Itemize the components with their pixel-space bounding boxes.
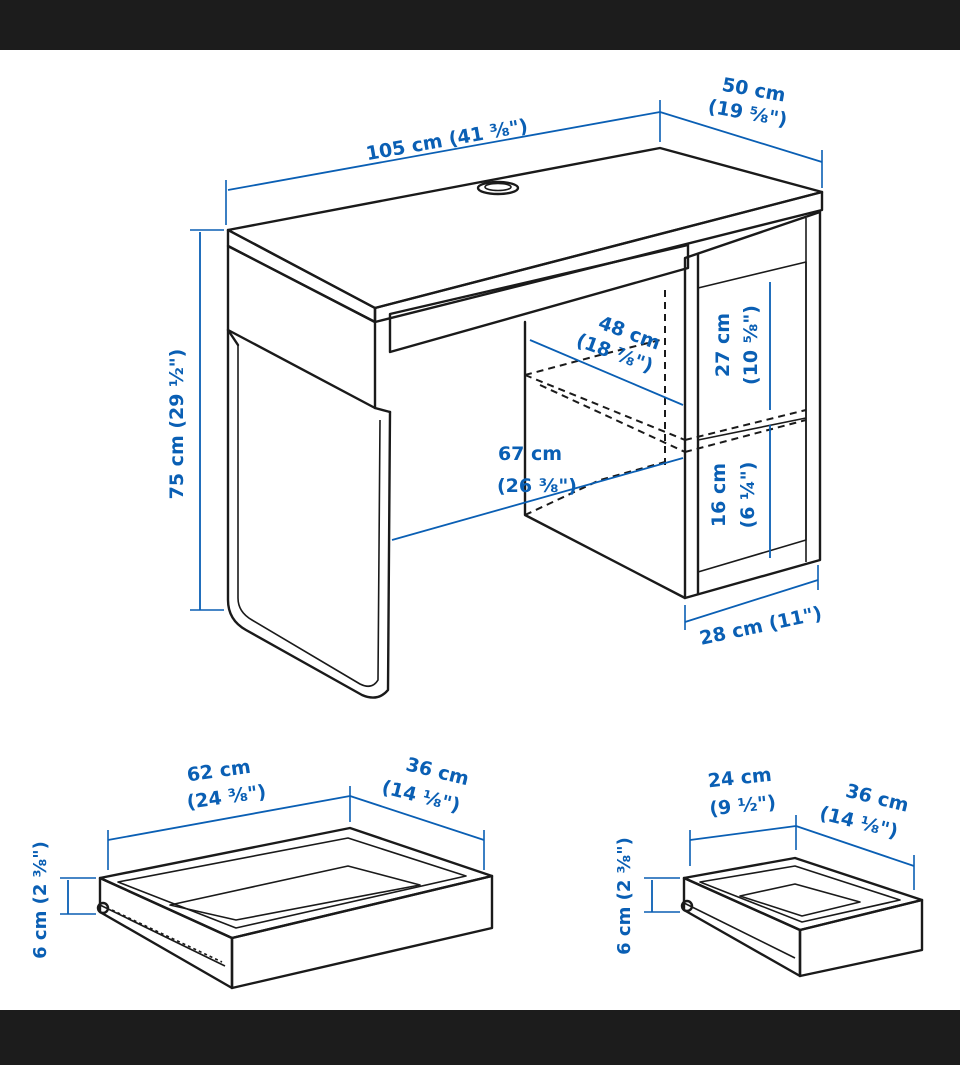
upper-compartment-metric: 27 cm bbox=[712, 313, 734, 377]
small-drawer-height-label: 6 cm (2 ⅜") bbox=[614, 837, 635, 955]
small-drawer-drawing bbox=[680, 856, 924, 978]
large-drawer-width-imperial: (24 ⅜") bbox=[185, 781, 267, 814]
leg-space-label: 67 cm (26 ⅜") bbox=[497, 443, 577, 497]
large-drawer-height-label: 6 cm (2 ⅜") bbox=[30, 841, 51, 959]
desk-dimension-lines bbox=[190, 100, 823, 630]
desk-height-label: 75 cm (29 ½") bbox=[166, 349, 188, 500]
small-drawer-dimension-lines bbox=[644, 815, 915, 913]
top-dark-bar bbox=[0, 0, 960, 50]
desk-depth-label: 50 cm (19 ⅝") bbox=[706, 74, 789, 131]
desk-drawing bbox=[226, 146, 824, 699]
cabinet-width-label: 28 cm (11") bbox=[698, 602, 824, 649]
upper-compartment-label: 27 cm (10 ⅝") bbox=[712, 305, 762, 385]
lower-compartment-label: 16 cm (6 ¼") bbox=[708, 462, 759, 529]
small-drawer-width-imperial: (9 ½") bbox=[708, 791, 777, 820]
large-drawer-width-label: 62 cm (24 ⅜") bbox=[185, 756, 267, 814]
desk-width-label: 105 cm (41 ⅜") bbox=[364, 115, 529, 165]
shelf-depth-label: 48 cm (18 ⅞") bbox=[573, 312, 663, 377]
large-drawer-depth-label: 36 cm (14 ⅛") bbox=[380, 753, 472, 817]
large-drawer-drawing bbox=[96, 826, 494, 990]
small-drawer-width-metric: 24 cm bbox=[707, 764, 773, 793]
bottom-dark-bar bbox=[0, 1010, 960, 1065]
leg-space-metric: 67 cm bbox=[498, 443, 562, 465]
small-drawer-depth-label: 36 cm (14 ⅛") bbox=[817, 780, 911, 843]
upper-compartment-imperial: (10 ⅝") bbox=[740, 305, 762, 385]
leg-space-imperial: (26 ⅜") bbox=[497, 475, 577, 497]
lower-compartment-metric: 16 cm bbox=[708, 463, 730, 527]
large-drawer-dimension-lines bbox=[60, 786, 485, 915]
desk-width-imperial: (41 ⅜") bbox=[447, 115, 530, 151]
lower-compartment-imperial: (6 ¼") bbox=[737, 462, 759, 529]
desk-width-metric: 105 cm bbox=[364, 130, 444, 165]
small-drawer-width-label: 24 cm (9 ½") bbox=[707, 764, 777, 821]
large-drawer-width-metric: 62 cm bbox=[185, 756, 252, 787]
